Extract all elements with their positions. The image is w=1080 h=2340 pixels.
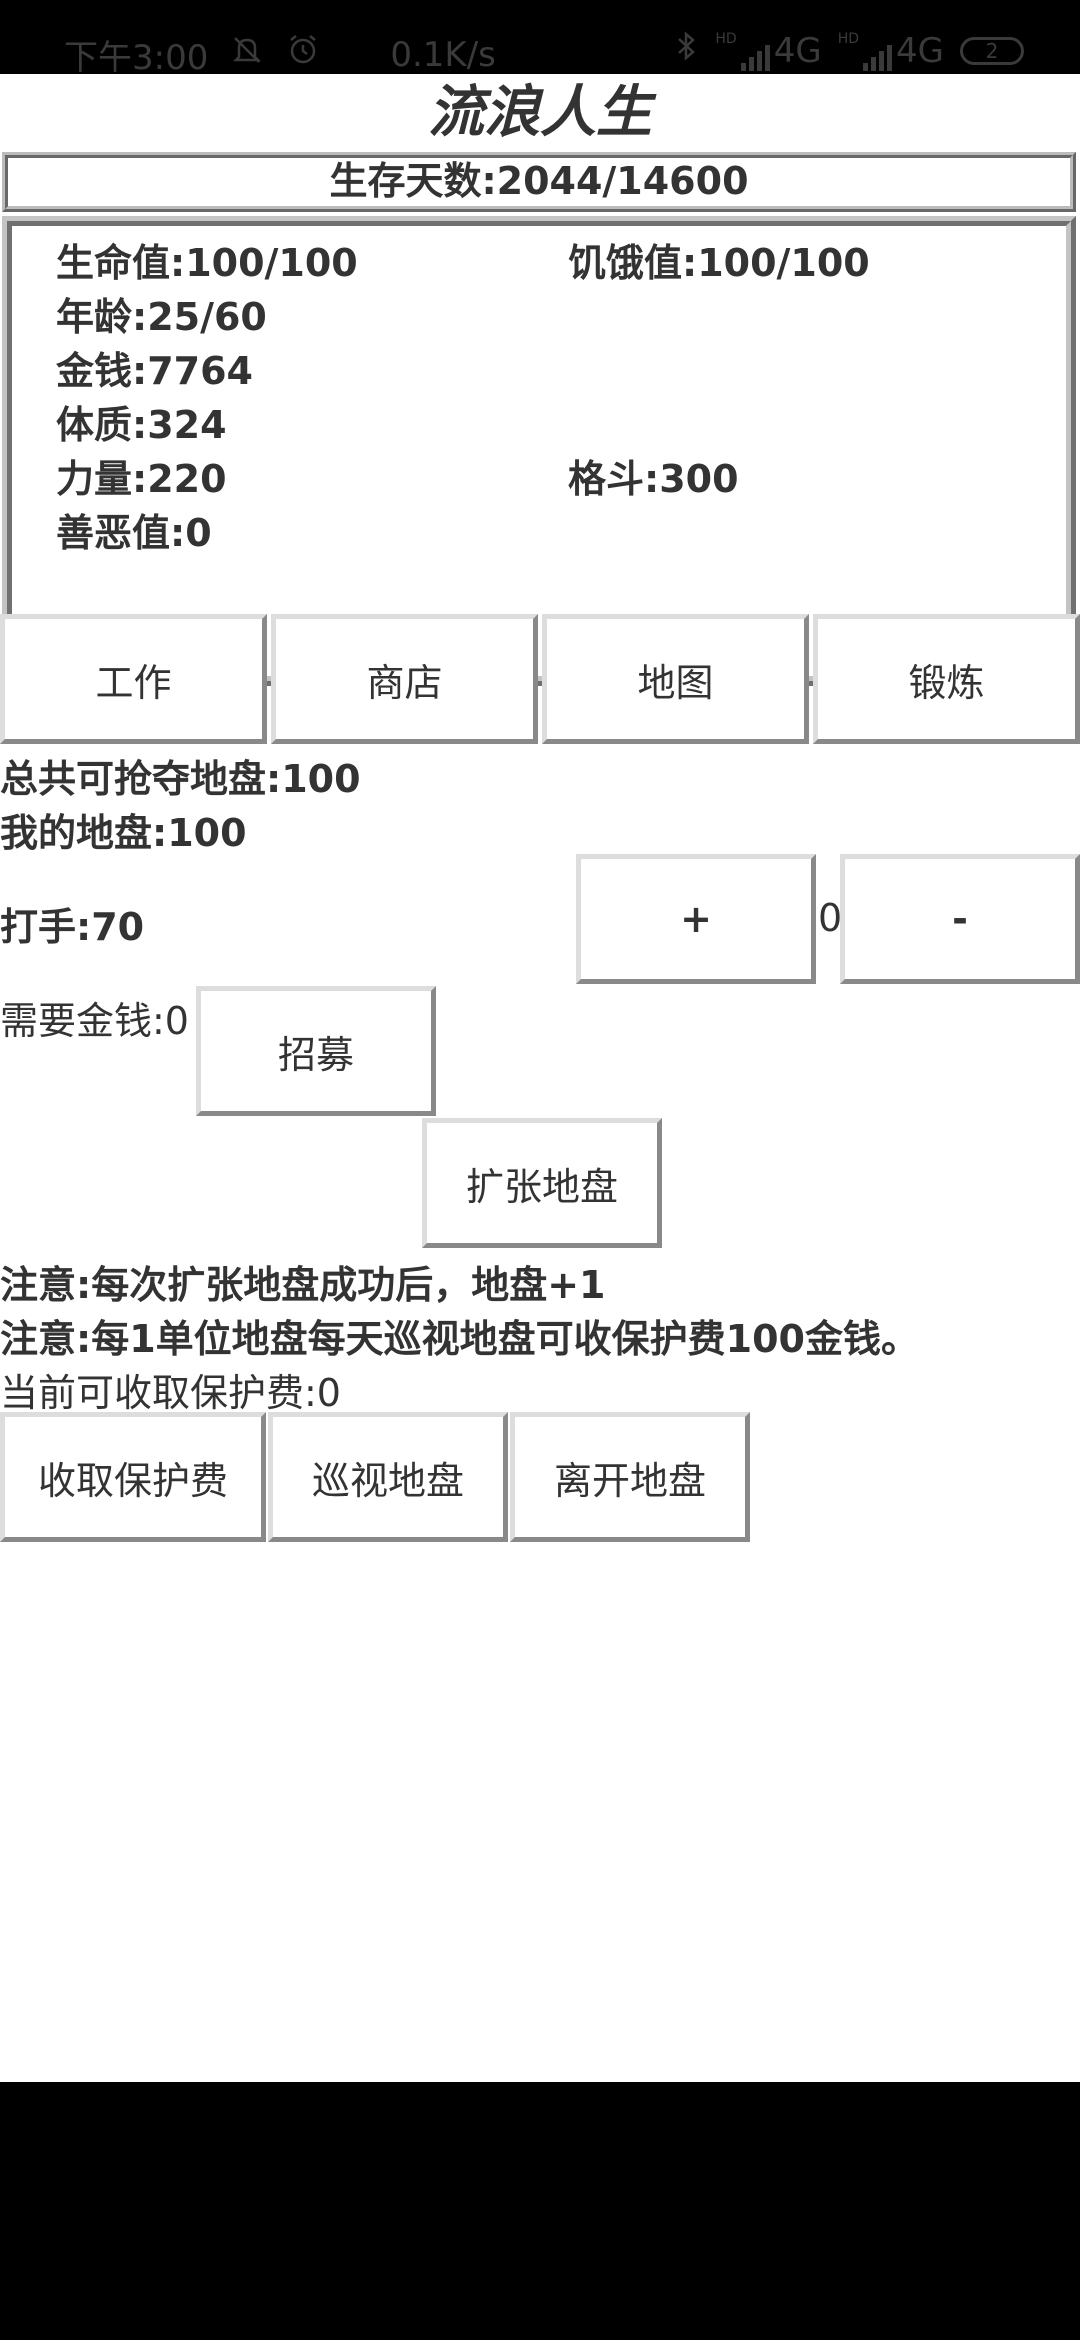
tab-map[interactable]: 地图	[542, 614, 809, 744]
network-speed: 0.1K/s	[390, 34, 496, 75]
stat-karma: 善恶值:0	[56, 511, 212, 555]
recruit-count: 0	[818, 896, 843, 940]
stat-money: 金钱:7764	[56, 349, 253, 393]
my-territory: 我的地盘:100	[0, 811, 247, 855]
battery-level: 2	[985, 38, 999, 63]
mute-bell-icon	[230, 33, 264, 76]
stat-constitution: 体质:324	[56, 403, 227, 447]
status-time: 下午3:00	[64, 38, 209, 78]
stats-panel	[2, 216, 1076, 686]
game-title: 流浪人生	[428, 80, 652, 145]
main-tabs: 工作 商店 地图 锻炼	[0, 614, 1080, 744]
network-type-1: 4G	[773, 30, 822, 71]
expand-territory-button[interactable]: 扩张地盘	[422, 1118, 662, 1248]
status-bar: 下午3:00 0.1K/s HD 4G	[0, 0, 1080, 78]
bluetooth-icon	[673, 30, 699, 71]
hd-label: HD	[715, 30, 737, 47]
stat-hp: 生命值:100/100	[56, 241, 358, 285]
plus-button[interactable]: +	[576, 854, 816, 984]
tab-shop[interactable]: 商店	[271, 614, 538, 744]
stat-strength: 力量:220	[56, 457, 227, 501]
battery-icon: 2	[960, 36, 1024, 65]
stat-age: 年龄:25/60	[56, 295, 267, 339]
network-type-2: 4G	[896, 30, 944, 71]
total-territory: 总共可抢夺地盘:100	[0, 757, 361, 801]
survival-days: 生存天数:2044/14600	[329, 159, 749, 203]
signal-icon-2: HD 4G	[838, 31, 944, 71]
tab-exercise[interactable]: 锻炼	[813, 614, 1080, 744]
note-protection-fee: 注意:每1单位地盘每天巡视地盘可收保护费100金钱。	[0, 1317, 919, 1361]
thugs-count: 打手:70	[0, 905, 145, 949]
signal-icon: HD 4G	[715, 30, 822, 71]
stat-fighting: 格斗:300	[568, 457, 739, 501]
hd-label-2: HD	[837, 30, 860, 47]
leave-territory-button[interactable]: 离开地盘	[510, 1412, 750, 1542]
patrol-territory-button[interactable]: 巡视地盘	[268, 1412, 508, 1542]
minus-button[interactable]: -	[840, 854, 1080, 984]
tab-work[interactable]: 工作	[0, 614, 267, 744]
alarm-icon	[286, 33, 320, 76]
game-screen: 流浪人生 生存天数:2044/14600 生命值:100/100 饥饿值:100…	[0, 74, 1080, 2082]
survival-days-box: 生存天数:2044/14600	[2, 152, 1076, 212]
note-expand: 注意:每次扩张地盘成功后，地盘+1	[0, 1263, 606, 1307]
recruit-cost: 需要金钱:0	[0, 999, 189, 1043]
stat-hunger: 饥饿值:100/100	[568, 241, 870, 285]
recruit-button[interactable]: 招募	[196, 986, 436, 1116]
collect-fee-button[interactable]: 收取保护费	[0, 1412, 266, 1542]
current-protection-fee: 当前可收取保护费:0	[0, 1371, 341, 1415]
